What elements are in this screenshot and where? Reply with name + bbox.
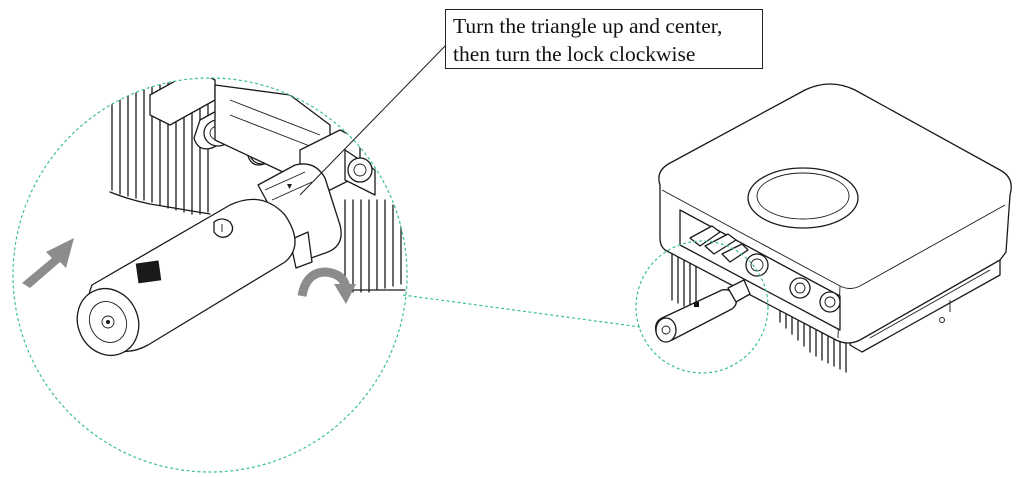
inverter-led-dome <box>747 167 859 229</box>
dongle-button <box>213 218 234 238</box>
small-dongle <box>654 279 751 343</box>
lock-ring[interactable] <box>257 163 342 263</box>
screw-hole-icon <box>939 317 945 323</box>
callout-leader-line <box>299 43 448 196</box>
detail-source-circle <box>635 240 769 374</box>
inverter-connectors <box>689 225 841 313</box>
zoom-circle <box>12 77 408 473</box>
callout-line-1: Turn the triangle up and center, <box>453 14 723 38</box>
zoom-detail <box>76 78 406 356</box>
callout-line-2: then turn the lock clockwise <box>453 42 696 66</box>
dongle-label <box>135 260 162 284</box>
triangle-marker-icon <box>287 184 292 189</box>
push-direction-arrow-icon <box>22 238 74 288</box>
inverter <box>654 83 1012 373</box>
instruction-callout: Turn the triangle up and center, then tu… <box>445 9 763 69</box>
zoom-connector-line <box>402 294 641 328</box>
clockwise-rotate-arrow-icon <box>297 267 356 304</box>
